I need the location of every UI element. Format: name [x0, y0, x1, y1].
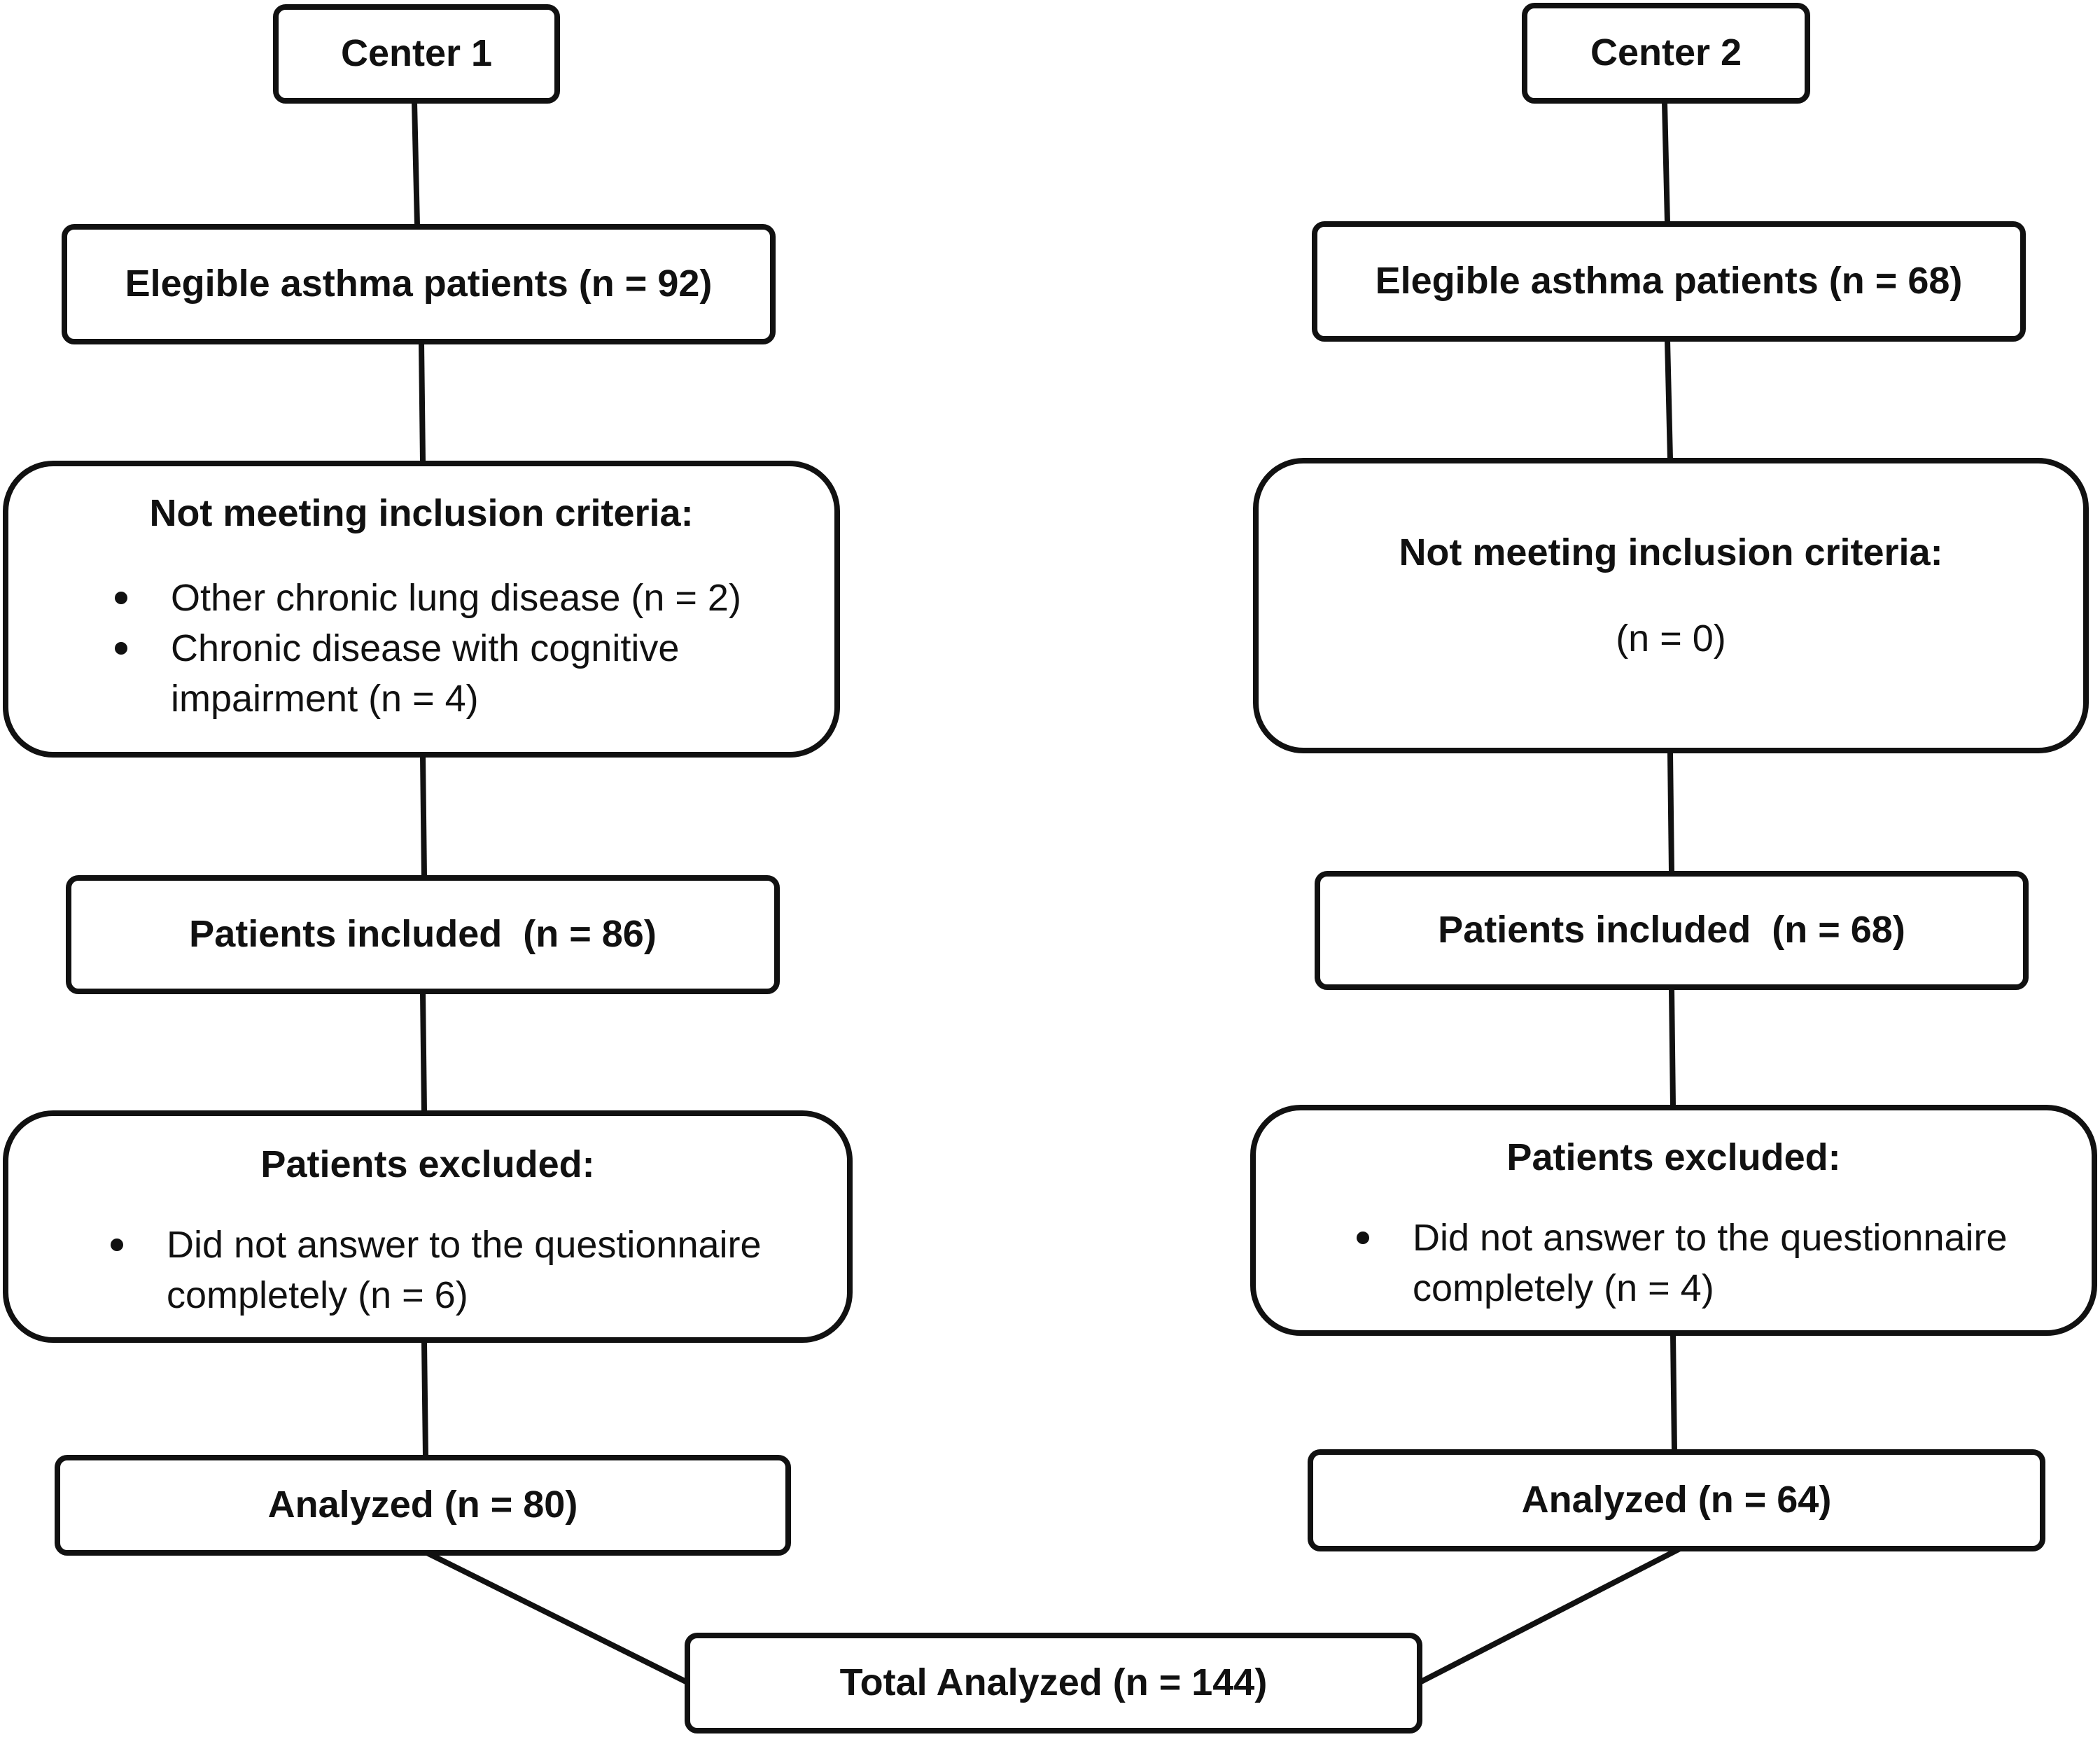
center2-header: Center 2	[1590, 32, 1742, 74]
list-item: Chronic disease with cognitive impairmen…	[115, 623, 801, 724]
center1-excluded-list: Did not answer to the questionnaire comp…	[111, 1220, 818, 1320]
center2-analyzed-box: Analyzed (n = 64)	[1308, 1449, 2045, 1551]
center2-header-box: Center 2	[1522, 3, 1810, 104]
list-item-text: Did not answer to the questionnaire comp…	[167, 1224, 762, 1316]
center2-not-meeting-title: Not meeting inclusion criteria:	[1399, 531, 1943, 573]
center1-eligible: Elegible asthma patients (n = 92)	[125, 263, 713, 305]
center1-not-meeting-list: Other chronic lung disease (n = 2) Chron…	[115, 573, 801, 724]
center2-eligible-box: Elegible asthma patients (n = 68)	[1312, 221, 2026, 342]
center1-excluded-content: Patients excluded:	[3, 1141, 853, 1189]
total-box: Total Analyzed (n = 144)	[685, 1633, 1422, 1733]
center2-included: Patients included (n = 68)	[1438, 909, 1905, 951]
center1-not-meeting-box	[3, 461, 840, 758]
center1-excluded-title: Patients excluded:	[260, 1143, 595, 1185]
list-item: Did not answer to the questionnaire comp…	[1357, 1213, 2071, 1313]
center1-analyzed: Analyzed (n = 80)	[267, 1484, 578, 1526]
list-item-text: Did not answer to the questionnaire comp…	[1413, 1217, 2008, 1309]
center1-analyzed-box: Analyzed (n = 80)	[55, 1455, 791, 1556]
center2-excluded-list: Did not answer to the questionnaire comp…	[1357, 1213, 2071, 1313]
center2-not-meeting-value: (n = 0)	[1616, 618, 1726, 660]
center2-included-box: Patients included (n = 68)	[1315, 871, 2029, 990]
total-analyzed: Total Analyzed (n = 144)	[839, 1661, 1268, 1704]
list-item-text: Chronic disease with cognitive impairmen…	[171, 627, 680, 720]
center1-header-box: Center 1	[273, 4, 560, 104]
list-item: Did not answer to the questionnaire comp…	[111, 1220, 818, 1320]
center2-excluded-content: Patients excluded:	[1250, 1134, 2097, 1182]
center1-included: Patients included (n = 86)	[189, 913, 657, 956]
list-item: Other chronic lung disease (n = 2)	[115, 573, 801, 623]
center1-eligible-box: Elegible asthma patients (n = 92)	[62, 224, 776, 344]
center2-eligible: Elegible asthma patients (n = 68)	[1375, 260, 1963, 302]
center2-excluded-box	[1250, 1105, 2097, 1336]
center1-not-meeting-title: Not meeting inclusion criteria:	[149, 492, 694, 534]
center2-excluded-title: Patients excluded:	[1506, 1136, 1841, 1178]
center1-header: Center 1	[340, 32, 493, 75]
center1-included-box: Patients included (n = 86)	[66, 875, 780, 994]
center1-excluded-box	[3, 1110, 853, 1343]
center1-not-meeting-content: Not meeting inclusion criteria:	[3, 490, 840, 538]
center2-analyzed: Analyzed (n = 64)	[1521, 1479, 1832, 1521]
center2-not-meeting-box: Not meeting inclusion criteria: (n = 0)	[1253, 458, 2089, 753]
